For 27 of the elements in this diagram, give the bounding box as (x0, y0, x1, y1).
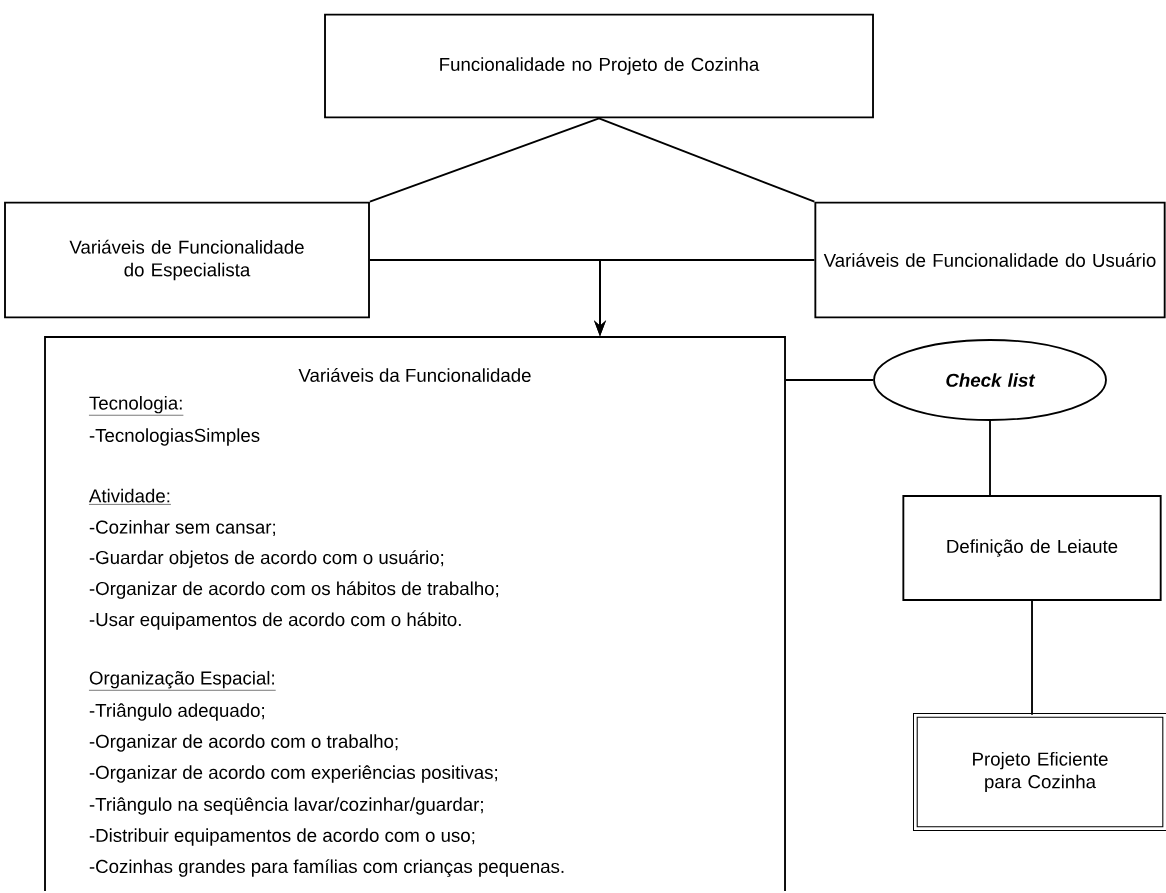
list-item: -Guardar objetos de acordo com o usuário; (89, 550, 444, 568)
list-item: -TecnologiasSimples (89, 428, 260, 446)
list-item: -Cozinhar sem cansar; (89, 520, 275, 536)
connector (369, 117, 600, 203)
list-item: -Distribuir equipamentos de acordo com o uso; (89, 828, 475, 846)
process-box: Funcionalidade no Projeto de Cozinha (324, 13, 874, 119)
section-heading: Organização Espacial: (88, 670, 276, 691)
list-item: -Organizar de acordo com experiências positivas; (89, 765, 497, 783)
list-item: -Usar equipamentos de acordo com o hábito. (89, 612, 461, 630)
process-box: Variáveis de Funcionalidade do Especialista (4, 201, 370, 319)
box-heading: Variáveis da Funcionalidade (298, 368, 531, 382)
ellipse-node: Check list (873, 339, 1107, 421)
connector (598, 117, 816, 203)
list-item: -Triângulo na seqüência lavar/cozinhar/guardar; (89, 797, 483, 815)
list-box (44, 336, 786, 892)
section-heading: Atividade: (88, 488, 172, 505)
section-heading: Tecnologia: (88, 395, 184, 416)
list-item: -Cozinhas grandes para famílias com crianças pequenas. (89, 859, 564, 877)
connector (989, 420, 991, 496)
connector (785, 379, 875, 381)
list-item: -Organizar de acordo com os hábitos de trabalho; (89, 581, 499, 599)
process-box: Variáveis de Funcionalidade do Usuário (814, 201, 1166, 319)
connector (1031, 600, 1033, 716)
result-box: Projeto Eficiente para Cozinha (912, 712, 1166, 832)
list-item: -Triângulo adequado; (89, 703, 264, 721)
process-box: Definição de Leiaute (902, 495, 1162, 601)
list-item: -Organizar de acordo com o trabalho; (89, 734, 398, 752)
